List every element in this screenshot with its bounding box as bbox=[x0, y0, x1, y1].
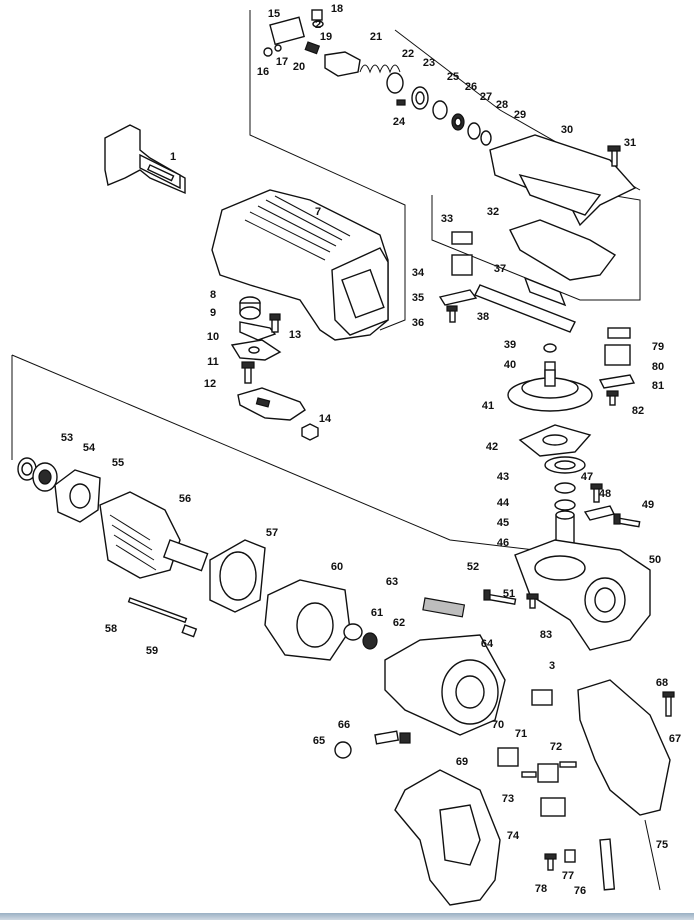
callout-60: 60 bbox=[331, 561, 343, 573]
callout-68: 68 bbox=[656, 677, 668, 689]
part-69-handle bbox=[394, 769, 501, 906]
callout-16: 16 bbox=[257, 66, 269, 78]
callout-30: 30 bbox=[561, 124, 573, 136]
part-7-housing bbox=[211, 189, 389, 341]
callout-23: 23 bbox=[423, 57, 435, 69]
parts-15-29-plunger-assembly bbox=[263, 9, 492, 146]
callout-26: 26 bbox=[465, 81, 477, 93]
callout-48: 48 bbox=[599, 488, 611, 500]
callout-28: 28 bbox=[496, 99, 508, 111]
callout-43: 43 bbox=[497, 471, 509, 483]
part-1-shoe-bracket bbox=[104, 124, 186, 195]
callout-46: 46 bbox=[497, 537, 509, 549]
callout-11: 11 bbox=[207, 356, 219, 368]
callout-78: 78 bbox=[535, 883, 547, 895]
callout-42: 42 bbox=[486, 441, 498, 453]
parts-39-46-crank-assembly bbox=[507, 343, 593, 548]
parts-32-38-slider-assembly bbox=[438, 219, 617, 333]
callout-21: 21 bbox=[370, 31, 382, 43]
callout-10: 10 bbox=[207, 331, 219, 343]
callout-25: 25 bbox=[447, 71, 459, 83]
callout-82: 82 bbox=[632, 405, 644, 417]
callout-13: 13 bbox=[289, 329, 301, 341]
parts-65-66-brush-components bbox=[334, 730, 411, 759]
callout-77: 77 bbox=[562, 870, 574, 882]
callout-35: 35 bbox=[412, 292, 424, 304]
callout-57: 57 bbox=[266, 527, 278, 539]
callout-17: 17 bbox=[276, 56, 288, 68]
callout-56: 56 bbox=[179, 493, 191, 505]
callout-62: 62 bbox=[393, 617, 405, 629]
callout-18: 18 bbox=[331, 3, 343, 15]
callout-73: 73 bbox=[502, 793, 514, 805]
callout-labels: 1237891011121314151617181920212223242526… bbox=[61, 3, 681, 897]
callout-70: 70 bbox=[492, 719, 504, 731]
callout-15: 15 bbox=[268, 8, 280, 20]
callout-65: 65 bbox=[313, 735, 325, 747]
callout-47: 47 bbox=[581, 471, 593, 483]
parts-47-52-gear-housing bbox=[483, 483, 651, 651]
callout-76: 76 bbox=[574, 885, 586, 897]
callout-14: 14 bbox=[319, 413, 332, 425]
callout-67: 67 bbox=[669, 733, 681, 745]
callout-32: 32 bbox=[487, 206, 499, 218]
callout-20: 20 bbox=[293, 61, 305, 73]
parts-53-60-motor-components bbox=[17, 457, 378, 661]
callout-36: 36 bbox=[412, 317, 424, 329]
callout-61: 61 bbox=[371, 607, 383, 619]
callout-50: 50 bbox=[649, 554, 661, 566]
callout-55: 55 bbox=[112, 457, 124, 469]
callout-72: 72 bbox=[550, 741, 562, 753]
callout-59: 59 bbox=[146, 645, 158, 657]
callout-39: 39 bbox=[504, 339, 516, 351]
callout-63: 63 bbox=[386, 576, 398, 588]
callout-44: 44 bbox=[497, 497, 510, 509]
callout-81: 81 bbox=[652, 380, 664, 392]
callout-66: 66 bbox=[338, 719, 350, 731]
callout-8: 8 bbox=[210, 289, 216, 301]
callout-75: 75 bbox=[656, 839, 668, 851]
callout-53: 53 bbox=[61, 432, 73, 444]
callout-79: 79 bbox=[652, 341, 664, 353]
parts-79-82-small-components bbox=[598, 327, 636, 406]
callout-69: 69 bbox=[456, 756, 468, 768]
bottom-bar bbox=[0, 913, 694, 920]
callout-80: 80 bbox=[652, 361, 664, 373]
callout-51: 51 bbox=[503, 588, 515, 600]
callout-37: 37 bbox=[494, 263, 506, 275]
callout-40: 40 bbox=[504, 359, 516, 371]
callout-41: 41 bbox=[482, 400, 494, 412]
callout-24: 24 bbox=[393, 116, 406, 128]
part-30-gear-cover bbox=[489, 134, 637, 227]
parts-70-78-switch-and-handle-cover bbox=[497, 679, 675, 891]
callout-45: 45 bbox=[497, 517, 509, 529]
callout-29: 29 bbox=[514, 109, 526, 121]
callout-38: 38 bbox=[477, 311, 489, 323]
callout-22: 22 bbox=[402, 48, 414, 60]
callout-33: 33 bbox=[441, 213, 453, 225]
callout-3: 3 bbox=[549, 660, 555, 672]
parts-63-64-motor-housing bbox=[384, 597, 506, 736]
callout-54: 54 bbox=[83, 442, 96, 454]
callout-19: 19 bbox=[320, 31, 332, 43]
callout-71: 71 bbox=[515, 728, 527, 740]
callout-2: 2 bbox=[315, 19, 321, 31]
callout-52: 52 bbox=[467, 561, 479, 573]
callout-83: 83 bbox=[540, 629, 552, 641]
callout-27: 27 bbox=[480, 91, 492, 103]
callout-34: 34 bbox=[412, 267, 425, 279]
callout-58: 58 bbox=[105, 623, 117, 635]
callout-74: 74 bbox=[507, 830, 520, 842]
callout-49: 49 bbox=[642, 499, 654, 511]
callout-31: 31 bbox=[624, 137, 636, 149]
callout-9: 9 bbox=[210, 307, 216, 319]
parts-8-14-small-components bbox=[230, 296, 319, 441]
callout-12: 12 bbox=[204, 378, 216, 390]
callout-64: 64 bbox=[481, 638, 494, 650]
callout-1: 1 bbox=[170, 151, 176, 163]
callout-7: 7 bbox=[315, 206, 321, 218]
